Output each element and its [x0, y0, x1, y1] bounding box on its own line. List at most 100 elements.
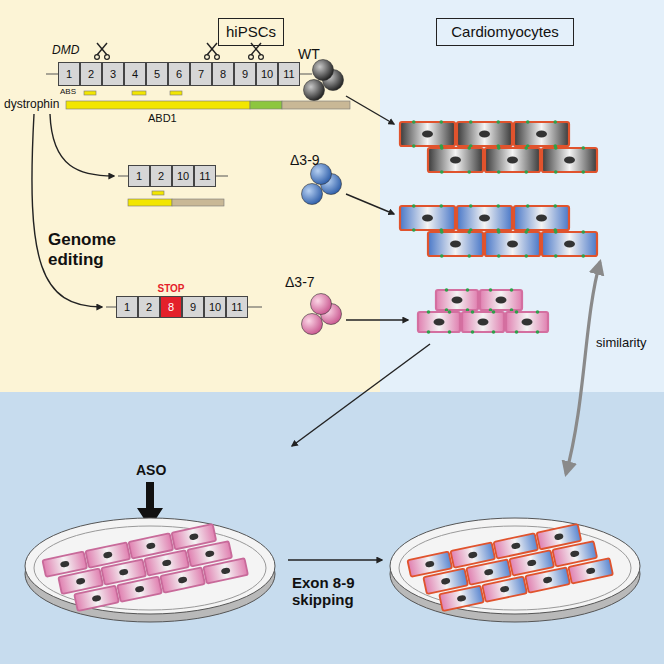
hinge-bar: [250, 101, 282, 109]
cardiomyocyte-cell: [400, 120, 455, 148]
genotype-label: Δ3-9: [290, 152, 320, 168]
panel-title: hiPSCs: [226, 24, 276, 41]
exon-number: 8: [220, 68, 226, 80]
cardiomyocyte-cell: [514, 204, 569, 232]
exon-box: 2: [150, 165, 172, 187]
exon-box: 10: [172, 165, 194, 187]
protein-label: dystrophin: [4, 98, 59, 112]
cardiomyocyte-cell: [428, 146, 483, 174]
stem-cell-cluster: [304, 60, 344, 101]
abs-bar: [152, 191, 164, 195]
panel-background: [0, 0, 380, 392]
culture-dish: [25, 518, 275, 622]
exon-number: 3: [110, 68, 116, 80]
exon-box: 9: [182, 296, 204, 318]
exon-number: 4: [132, 68, 138, 80]
similarity-label: similarity: [596, 336, 647, 351]
exon-box: 1: [116, 296, 138, 318]
arrow: [288, 559, 382, 560]
arrow: [346, 194, 394, 214]
culture-dish: [390, 518, 640, 622]
exon-number: 2: [158, 170, 164, 182]
exon-box: 10: [256, 62, 278, 86]
exon-number: 1: [136, 170, 142, 182]
panel-title-box: hiPSCs: [218, 18, 284, 46]
exon-number: 10: [261, 68, 273, 80]
cardiomyocyte-cell: [428, 230, 483, 258]
exon-number: 1: [124, 301, 130, 313]
arrow: [346, 319, 408, 320]
cardiomyocyte-cell: [480, 288, 522, 312]
abd1-bar: [128, 199, 172, 206]
cardiomyocyte-cell: [436, 288, 478, 312]
cardiomyocyte-cell: [462, 310, 504, 334]
exon-box: 8: [212, 62, 234, 86]
aso-label: ASO: [136, 462, 166, 478]
cardiomyocyte-cell: [457, 204, 512, 232]
scissors-icon: [95, 43, 110, 59]
exon-box: 1: [128, 165, 150, 187]
panel-title: Cardiomyocytes: [451, 24, 559, 41]
similarity-arrow: [566, 262, 600, 474]
stem-cell-cluster: [302, 164, 342, 205]
cardiomyocyte-cell: [542, 146, 597, 174]
genotype-label: Δ3-7: [285, 274, 315, 290]
stem-cell-cluster: [302, 294, 342, 335]
exon-number: 11: [283, 68, 294, 80]
abs-bar: [132, 91, 146, 95]
exon-number: 10: [209, 301, 221, 313]
process-label: Exon 8-9 skipping: [292, 574, 376, 609]
exon-number: 2: [88, 68, 94, 80]
cardiomyocyte-cell: [514, 120, 569, 148]
panel-background: [380, 0, 664, 392]
abs-label: ABS: [60, 87, 76, 96]
exon-box: STOP8: [160, 296, 182, 318]
exon-box: 11: [278, 62, 300, 86]
exon-box: 3: [102, 62, 124, 86]
arrow: [50, 114, 114, 176]
cardiomyocyte-cell: [400, 204, 455, 232]
rod-bar: [172, 199, 224, 206]
panel-background: [0, 392, 664, 664]
exon-number: 11: [231, 301, 242, 313]
exon-box: 2: [80, 62, 102, 86]
exon-box: 5: [146, 62, 168, 86]
abs-bar: [170, 91, 182, 95]
arrow: [32, 114, 102, 307]
exon-number: 9: [190, 301, 196, 313]
arrow: [292, 344, 430, 446]
cardiomyocyte-cell: [485, 230, 540, 258]
exon-number: 7: [198, 68, 204, 80]
exon-box: 11: [194, 165, 216, 187]
rod-bar: [282, 101, 350, 109]
abs-bar: [84, 91, 96, 95]
exon-number: 6: [176, 68, 182, 80]
exon-box: 4: [124, 62, 146, 86]
cardiomyocyte-cell: [457, 120, 512, 148]
gene-name: DMD: [52, 44, 79, 58]
exon-number: 9: [242, 68, 248, 80]
exon-number: 5: [154, 68, 160, 80]
exon-box: 2: [138, 296, 160, 318]
stop-label: STOP: [157, 283, 184, 294]
exon-box: 9: [234, 62, 256, 86]
cardiomyocyte-cell: [485, 146, 540, 174]
exon-box: 11: [226, 296, 248, 318]
exon-box: 10: [204, 296, 226, 318]
arrow: [346, 96, 394, 124]
genotype-label: WT: [298, 46, 320, 62]
cardiomyocyte-cell: [542, 230, 597, 258]
cardiomyocyte-cell: [418, 310, 460, 334]
exon-box: 1: [58, 62, 80, 86]
exon-number: 11: [199, 170, 210, 182]
panel-title-box: Cardiomyocytes: [436, 18, 574, 46]
exon-number: 8: [168, 301, 174, 313]
cardiomyocyte-cell: [506, 310, 548, 334]
exon-number: 2: [146, 301, 152, 313]
abd1-bar: [66, 101, 250, 109]
method-label: Genome editing: [48, 230, 132, 269]
exon-number: 10: [177, 170, 189, 182]
exon-number: 1: [66, 68, 72, 80]
exon-box: 6: [168, 62, 190, 86]
